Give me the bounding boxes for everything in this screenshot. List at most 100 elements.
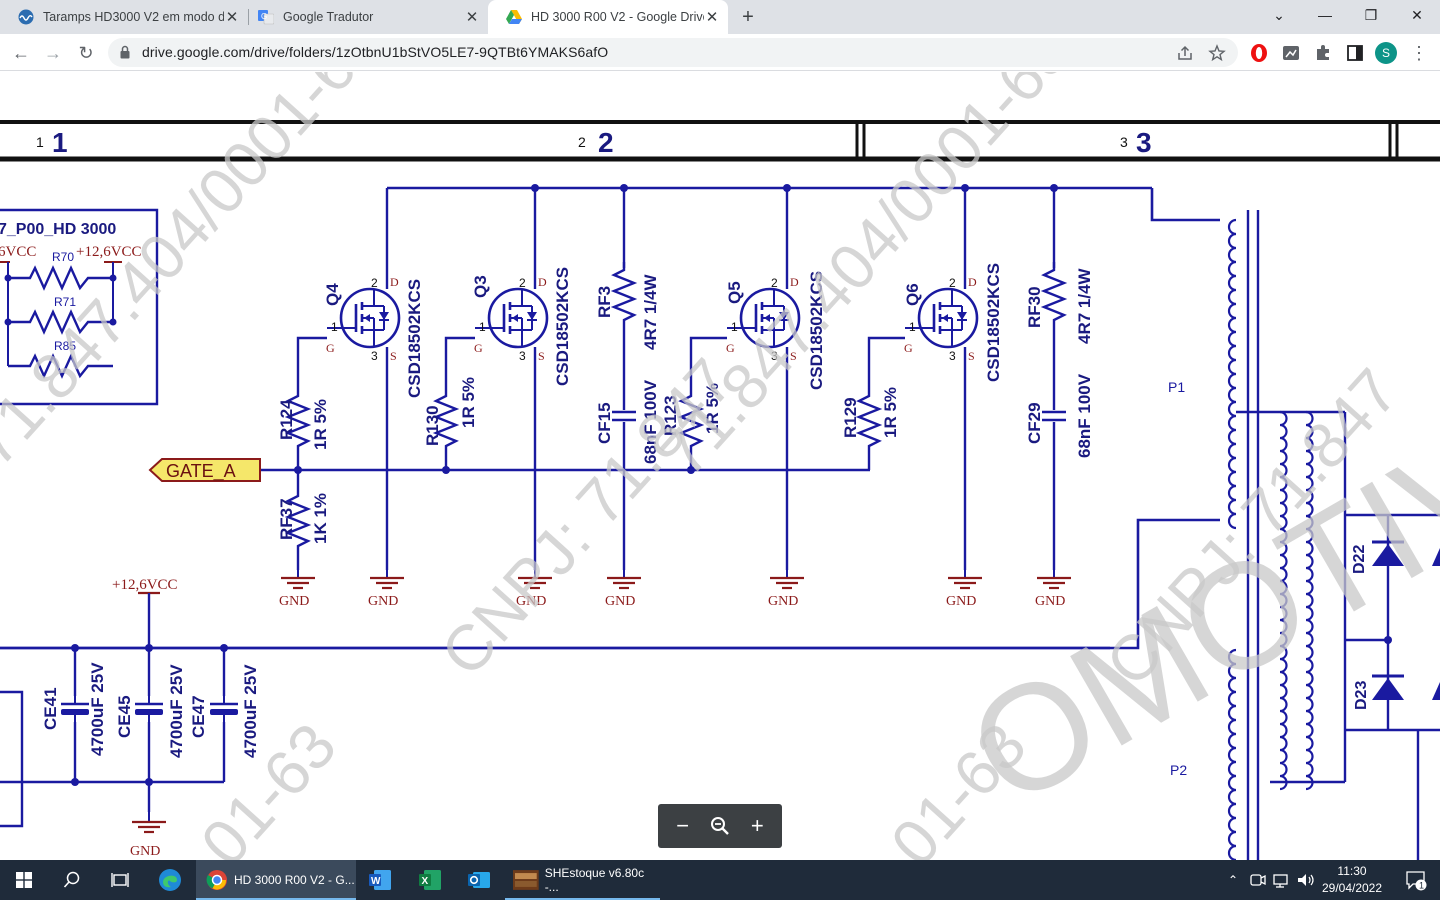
resistor-value: 1K 1% bbox=[311, 493, 330, 544]
capacitor-ref: CE47 bbox=[189, 695, 208, 738]
notification-icon: 1 bbox=[1406, 871, 1427, 891]
resistor-value: 1R 5% bbox=[881, 387, 900, 438]
translate-favicon-icon: G bbox=[258, 10, 274, 25]
tab-google-drive[interactable]: HD 3000 R00 V2 - Google Drive ✕ bbox=[488, 0, 728, 34]
mosfet-part: CSD18502KCS bbox=[807, 271, 826, 390]
wave-favicon-icon bbox=[18, 9, 34, 25]
winding-label: P2 bbox=[1170, 762, 1187, 778]
excel-taskbar-button[interactable]: X bbox=[406, 860, 454, 900]
volume-icon[interactable] bbox=[1296, 872, 1316, 888]
watermark-text: 01-63 bbox=[187, 710, 350, 860]
column-label-small: 1 bbox=[36, 134, 44, 150]
svg-text:D: D bbox=[968, 275, 977, 289]
svg-text:D: D bbox=[538, 275, 547, 289]
minimize-button[interactable]: — bbox=[1318, 7, 1332, 23]
meet-now-icon[interactable] bbox=[1248, 872, 1268, 888]
search-button[interactable] bbox=[48, 860, 96, 900]
start-button[interactable] bbox=[0, 860, 48, 900]
edge-icon bbox=[159, 869, 181, 891]
shestoque-taskbar-button[interactable]: SHEstoque v6.80c -... bbox=[505, 860, 660, 900]
side-panel-icon[interactable] bbox=[1345, 43, 1365, 63]
mosfet-q6: Q6 CSD18502KCS D G S 2 1 3 bbox=[867, 188, 1003, 570]
svg-text:3: 3 bbox=[371, 349, 378, 363]
share-icon[interactable] bbox=[1176, 44, 1194, 62]
network-icon[interactable] bbox=[1272, 872, 1292, 888]
svg-text:GND: GND bbox=[768, 594, 798, 609]
resistor-ref: R124 bbox=[277, 399, 296, 440]
zoom-controls: − + bbox=[658, 804, 782, 848]
zoom-reset-button[interactable] bbox=[704, 810, 736, 842]
close-tab-icon[interactable]: ✕ bbox=[225, 9, 239, 26]
windows-taskbar: HD 3000 R00 V2 - G... W X SHEstoque v6.8… bbox=[0, 860, 1440, 900]
net-label-gate-a: GATE_A bbox=[148, 458, 261, 482]
zoom-in-button[interactable]: + bbox=[750, 813, 764, 838]
mosfet-q4: Q4 CSD18502KCS D G S 2 1 3 bbox=[296, 188, 424, 570]
lock-icon bbox=[120, 45, 130, 59]
column-label: 3 bbox=[1136, 127, 1152, 158]
tab-google-tradutor[interactable]: G Google Tradutor ✕ bbox=[240, 0, 488, 34]
close-tab-icon[interactable]: ✕ bbox=[705, 9, 719, 26]
mosfet-part: CSD18502KCS bbox=[405, 279, 424, 398]
opera-extension-icon[interactable] bbox=[1249, 43, 1269, 63]
svg-text:2: 2 bbox=[771, 276, 778, 290]
chrome-taskbar-button[interactable]: HD 3000 R00 V2 - G... bbox=[196, 860, 356, 900]
resistor-ref: R71 bbox=[54, 295, 76, 309]
close-tab-icon[interactable]: ✕ bbox=[465, 9, 479, 26]
rectifier-diodes: D22 D23 bbox=[1345, 513, 1440, 860]
resistor-ref: RF30 bbox=[1025, 286, 1044, 328]
resistor-ref: R70 bbox=[52, 250, 74, 264]
back-button[interactable]: ← bbox=[12, 43, 30, 63]
svg-text:GND: GND bbox=[605, 594, 635, 609]
word-taskbar-button[interactable]: W bbox=[356, 860, 404, 900]
task-view-button[interactable] bbox=[96, 860, 144, 900]
supply-label: +12,6VCC bbox=[112, 577, 178, 593]
bookmark-star-icon[interactable] bbox=[1208, 44, 1226, 62]
search-icon bbox=[63, 871, 80, 888]
mosfet-q3: Q3 CSD18502KCS D G S 2 1 3 bbox=[444, 188, 572, 570]
new-tab-button[interactable]: + bbox=[742, 6, 754, 28]
svg-text:S: S bbox=[790, 349, 797, 363]
column-label: 2 bbox=[598, 127, 614, 158]
screenshot-extension-icon[interactable] bbox=[1281, 43, 1301, 63]
system-clock[interactable]: 11:30 29/04/2022 bbox=[1316, 863, 1388, 897]
diode-ref: D23 bbox=[1353, 681, 1370, 710]
svg-text:D: D bbox=[390, 275, 399, 289]
url-text: drive.google.com/drive/folders/1zOtbnU1b… bbox=[142, 44, 609, 60]
notification-count: 1 bbox=[1419, 881, 1424, 891]
svg-text:3: 3 bbox=[519, 349, 526, 363]
notification-center-button[interactable]: 1 bbox=[1392, 860, 1440, 900]
forward-button[interactable]: → bbox=[44, 43, 62, 63]
resistor-ref: R123 bbox=[661, 395, 680, 436]
svg-text:G: G bbox=[474, 341, 483, 355]
svg-text:X: X bbox=[422, 876, 429, 887]
close-window-button[interactable]: ✕ bbox=[1411, 7, 1423, 23]
outlook-taskbar-button[interactable] bbox=[455, 860, 503, 900]
winding-label: P1 bbox=[1168, 379, 1185, 395]
restore-button[interactable]: ❐ bbox=[1364, 7, 1378, 23]
drive-file-viewer: 1 1 2 2 3 3 7_P00_HD 3000 6VCC R70 +12,6… bbox=[0, 72, 1440, 860]
column-label: 1 bbox=[52, 127, 68, 158]
tab-taramps[interactable]: Taramps HD3000 V2 em modo de ✕ bbox=[0, 0, 248, 34]
reload-button[interactable]: ↻ bbox=[78, 43, 94, 63]
svg-text:W: W bbox=[371, 876, 381, 887]
tab-search-icon[interactable]: ⌄ bbox=[1273, 7, 1285, 23]
svg-text:1: 1 bbox=[331, 320, 338, 334]
zoom-out-button[interactable]: − bbox=[676, 813, 690, 838]
capacitor-ref: CF29 bbox=[1025, 402, 1044, 444]
svg-text:3: 3 bbox=[949, 349, 956, 363]
winding-coil bbox=[1305, 410, 1314, 791]
chrome-menu-icon[interactable]: ⋮ bbox=[1410, 43, 1428, 63]
block-title: 7_P00_HD 3000 bbox=[0, 221, 116, 238]
svg-text:S: S bbox=[538, 349, 545, 363]
svg-text:1: 1 bbox=[479, 320, 486, 334]
frame-header: 1 1 2 2 3 3 bbox=[0, 120, 1440, 162]
resistor-value: 4R7 1/4W bbox=[1075, 267, 1094, 344]
windows-logo-icon bbox=[16, 872, 32, 888]
show-hidden-icons-chevron-icon[interactable]: ⌃ bbox=[1227, 873, 1239, 887]
extensions-puzzle-icon[interactable] bbox=[1313, 43, 1333, 63]
svg-text:2: 2 bbox=[519, 276, 526, 290]
edge-taskbar-button[interactable] bbox=[146, 860, 194, 900]
profile-avatar[interactable]: S bbox=[1375, 42, 1397, 64]
diode-ref: D22 bbox=[1351, 545, 1368, 574]
address-bar[interactable]: drive.google.com/drive/folders/1zOtbnU1b… bbox=[108, 38, 1238, 67]
